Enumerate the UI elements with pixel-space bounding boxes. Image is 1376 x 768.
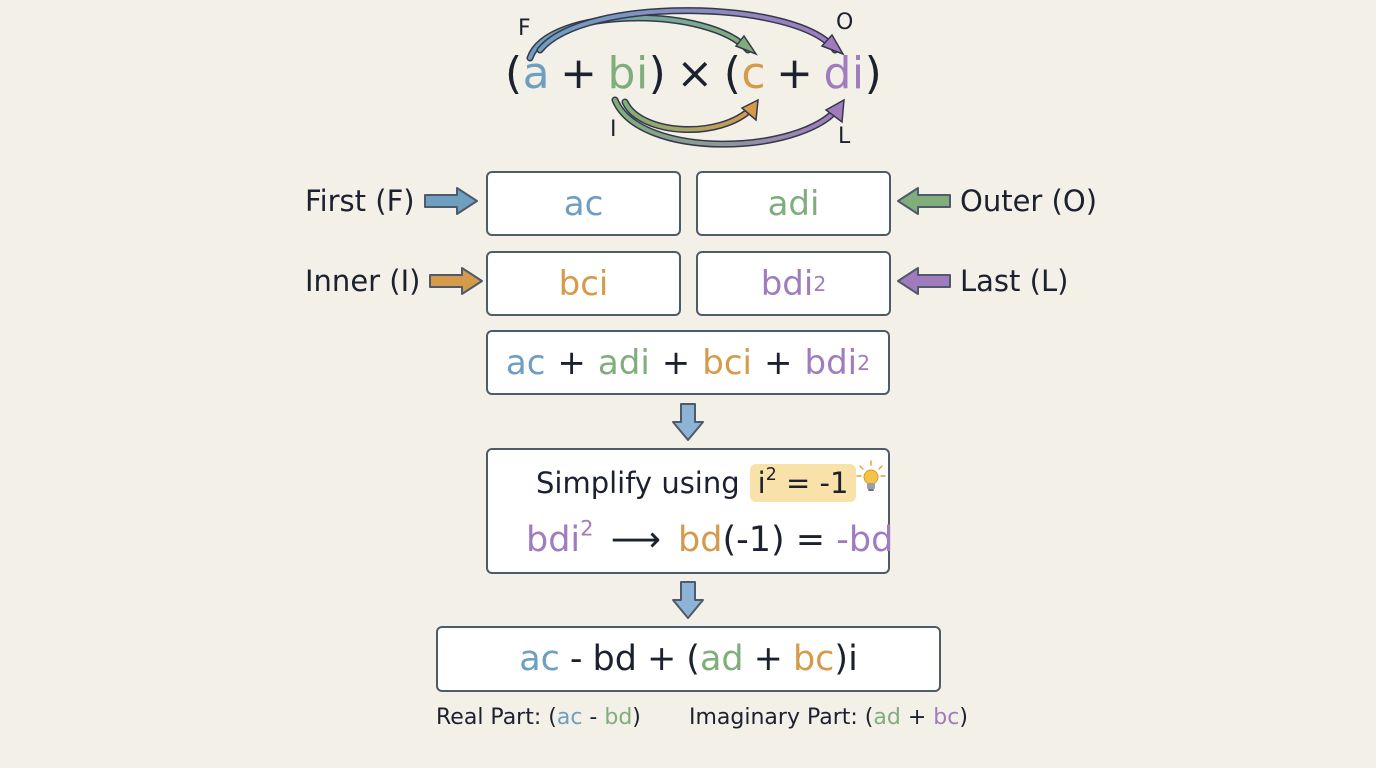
- sum-adi: adi: [597, 342, 650, 383]
- sum-plus-2: +: [661, 342, 691, 383]
- step-neg-one: (-1) =: [722, 520, 837, 560]
- imaginary-part-bc: bc: [933, 705, 960, 730]
- term-box-adi: adi: [696, 171, 891, 236]
- term-box-ac: ac: [486, 171, 681, 236]
- arrow-down-icon: [672, 581, 704, 619]
- step-result: -bd: [836, 520, 894, 560]
- foil-letter-l: L: [838, 124, 851, 149]
- paren-close-1: ): [648, 48, 667, 99]
- label-inner: Inner (I): [305, 264, 484, 298]
- paren-open-2: (: [723, 48, 742, 99]
- plus-2: +: [776, 48, 814, 99]
- real-part-bd: bd: [604, 705, 633, 730]
- arrow-right-icon: [429, 267, 484, 295]
- foil-letter-i: I: [610, 117, 617, 142]
- sum-bdi: bdi: [804, 342, 858, 383]
- final-bd: bd: [592, 639, 637, 679]
- identity-exponent: 2: [765, 464, 777, 485]
- paren-close-2: ): [864, 48, 883, 99]
- arc-first: [526, 14, 758, 62]
- real-part-label: Real Part: (: [436, 705, 557, 730]
- step-bdi-exponent: 2: [580, 516, 594, 541]
- lightbulb-icon: [856, 460, 886, 491]
- arrow-left-icon: [897, 267, 951, 295]
- final-close-i: )i: [834, 639, 858, 679]
- real-part-caption: Real Part: (ac - bd): [436, 705, 641, 730]
- term-di: di: [823, 48, 865, 99]
- imaginary-part-caption: Imaginary Part: (ad + bc): [689, 705, 968, 730]
- arc-inner: [621, 98, 759, 134]
- final-ad: ad: [699, 639, 744, 679]
- sum-bci: bci: [702, 342, 753, 383]
- final-plus: +: [646, 639, 677, 679]
- label-outer: Outer (O): [896, 184, 1097, 218]
- real-part-ac: ac: [556, 705, 583, 730]
- foil-letter-f: F: [518, 16, 531, 41]
- arc-last: [611, 96, 845, 148]
- foil-letter-o: O: [836, 10, 854, 35]
- final-plus-2: +: [753, 639, 783, 679]
- imaginary-part-ad: ad: [873, 705, 901, 730]
- term-ac: ac: [563, 183, 604, 224]
- final-bc: bc: [792, 639, 835, 679]
- term-bci: bci: [558, 263, 609, 304]
- term-adi: adi: [767, 183, 820, 224]
- sum-plus-3: +: [764, 342, 793, 383]
- plus-1: +: [560, 48, 598, 99]
- simplify-heading: Simplify using i2 = -1: [536, 464, 857, 502]
- final-minus: -: [569, 639, 583, 679]
- real-part-close: ): [632, 705, 641, 730]
- real-part-minus: -: [582, 705, 605, 730]
- times-sign: ×: [676, 48, 714, 99]
- term-c: c: [741, 48, 767, 99]
- label-last: Last (L): [896, 264, 1068, 298]
- term-a: a: [522, 48, 551, 99]
- imaginary-part-label: Imaginary Part: (: [689, 705, 874, 730]
- step-bd: bd: [678, 520, 723, 560]
- label-outer-text: Outer (O): [960, 184, 1098, 218]
- simplify-label: Simplify using: [536, 466, 740, 500]
- term-bi: bi: [607, 48, 649, 99]
- label-last-text: Last (L): [960, 264, 1069, 298]
- final-ac: ac: [519, 639, 560, 679]
- step-arrow: ⟶: [610, 520, 661, 560]
- final-open-paren: (: [686, 639, 700, 679]
- final-result-box: ac-bd+(ad+bc)i: [436, 626, 941, 692]
- label-first: First (F): [305, 184, 479, 218]
- label-inner-text: Inner (I): [305, 264, 421, 298]
- arrow-right-icon: [423, 187, 478, 215]
- imaginary-part-close: ): [959, 705, 968, 730]
- sum-plus-1: +: [557, 342, 586, 383]
- identity-rest: = -1: [776, 466, 849, 500]
- arrow-left-icon: [897, 187, 951, 215]
- term-bdi: bdi: [760, 263, 814, 304]
- product-expression: (a+bi)×(c+di): [505, 48, 882, 99]
- identity-base: i: [757, 466, 766, 500]
- term-box-bci: bci: [486, 251, 681, 316]
- arrow-down-icon: [672, 403, 704, 441]
- label-first-text: First (F): [305, 184, 415, 218]
- step-bdi: bdi: [526, 520, 581, 560]
- identity-highlight: i2 = -1: [749, 464, 857, 502]
- simplify-step: bdi2 ⟶ bd(-1) = -bd: [526, 518, 894, 560]
- imaginary-part-plus: +: [900, 705, 934, 730]
- simplify-box: Simplify using i2 = -1 bdi2 ⟶ bd(-1) = -…: [486, 448, 894, 574]
- sum-ac: ac: [505, 342, 546, 383]
- arc-outer: [536, 7, 845, 56]
- paren-open-1: (: [505, 48, 523, 99]
